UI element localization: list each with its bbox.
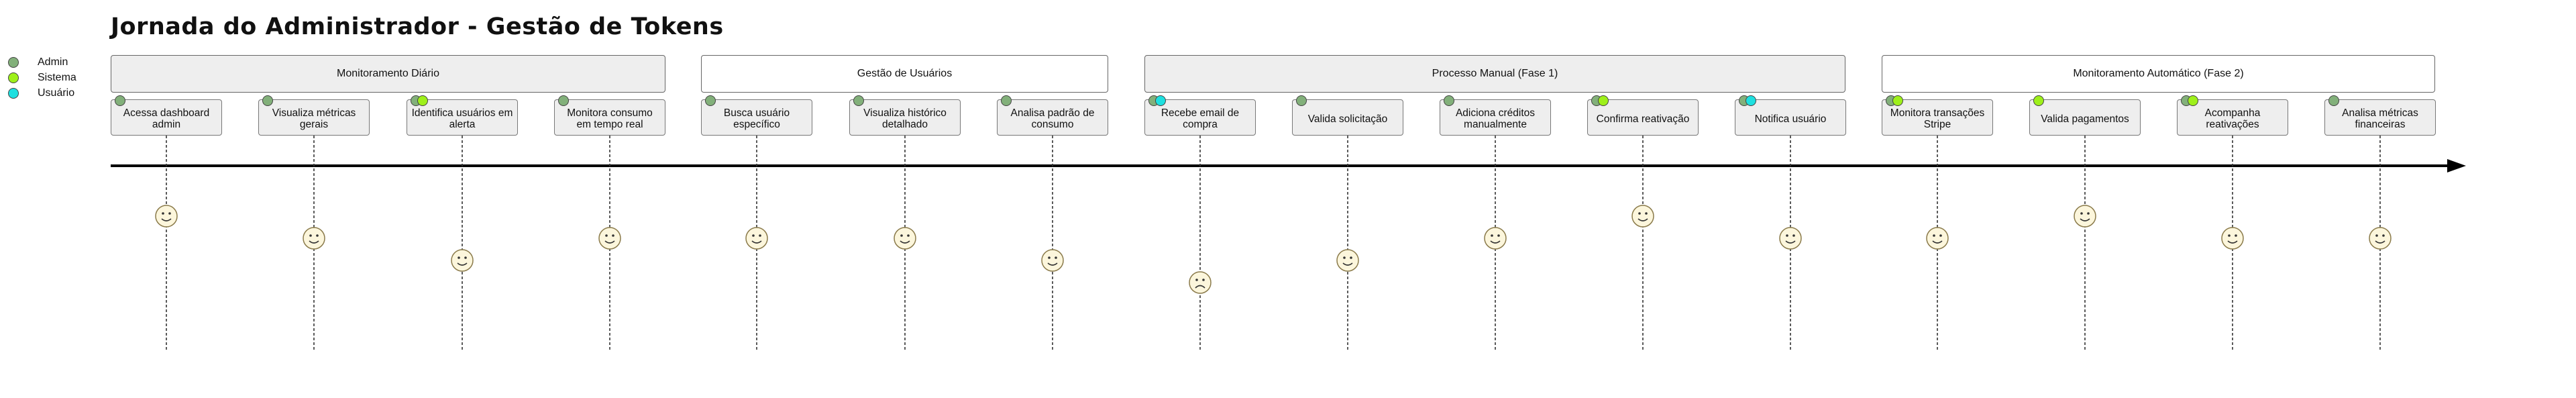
- step-label: Busca usuário específico: [723, 107, 790, 130]
- step-adiciona-creditos: Adiciona créditos manualmente: [1440, 95, 1551, 136]
- step-label: Adiciona créditos manualmente: [1455, 107, 1536, 130]
- happy-face-icon: [598, 227, 621, 250]
- step-busca-usuario: Busca usuário específico: [701, 95, 812, 136]
- step-analisa-financeiras: Analisa métricas financeiras: [2324, 95, 2436, 136]
- legend-admin-dot-icon: [8, 57, 19, 68]
- step-label: Monitora consumo em tempo real: [567, 107, 653, 130]
- phase-monitoramento-automatico: Monitoramento Automático (Fase 2): [1882, 55, 2435, 93]
- happy-face-icon: [451, 249, 474, 272]
- step-label: Notifica usuário: [1754, 113, 1827, 125]
- actor-sistema-dot-icon: [1598, 95, 1609, 106]
- phase-label: Gestão de Usuários: [857, 68, 953, 79]
- happy-face-icon: [155, 205, 178, 228]
- step-monitora-consumo: Monitora consumo em tempo real: [554, 95, 665, 136]
- step-identifica-usuarios: Identifica usuários em alerta: [407, 95, 518, 136]
- happy-face-icon: [1041, 249, 1064, 272]
- step-label: Recebe email de compra: [1161, 107, 1240, 130]
- happy-face-icon: [1779, 227, 1802, 250]
- actor-admin-dot-icon: [705, 95, 716, 106]
- actor-admin-dot-icon: [2328, 95, 2339, 106]
- actor-sistema-dot-icon: [2033, 95, 2044, 106]
- legend-usuario-label: Usuário: [38, 87, 75, 99]
- actor-admin-dot-icon: [1001, 95, 1012, 106]
- step-acessa-dashboard: Acessa dashboard admin: [111, 95, 222, 136]
- step-confirma-reativacao: Confirma reativação: [1587, 95, 1699, 136]
- page-title: Jornada do Administrador - Gestão de Tok…: [111, 13, 724, 40]
- happy-face-icon: [894, 227, 916, 250]
- phase-label: Monitoramento Automático (Fase 2): [2073, 68, 2244, 79]
- step-valida-pagamentos: Valida pagamentos: [2029, 95, 2141, 136]
- actor-admin-dot-icon: [262, 95, 273, 106]
- actor-admin-dot-icon: [558, 95, 569, 106]
- phase-label: Monitoramento Diário: [337, 68, 439, 79]
- step-label: Acompanha reativações: [2204, 107, 2261, 130]
- step-label: Monitora transações Stripe: [1890, 107, 1985, 130]
- sad-face-icon: [1189, 271, 1212, 294]
- step-label: Confirma reativação: [1596, 113, 1690, 125]
- step-label: Visualiza histórico detalhado: [863, 107, 947, 130]
- step-label: Analisa métricas financeiras: [2342, 107, 2418, 130]
- phase-label: Processo Manual (Fase 1): [1432, 68, 1558, 79]
- step-visualiza-metricas: Visualiza métricas gerais: [258, 95, 370, 136]
- actor-admin-dot-icon: [853, 95, 864, 106]
- step-label: Analisa padrão de consumo: [1010, 107, 1095, 130]
- legend-sistema-dot-icon: [8, 72, 19, 83]
- step-valida-solicitacao: Valida solicitação: [1292, 95, 1403, 136]
- legend-usuario-dot-icon: [8, 88, 19, 99]
- step-label: Identifica usuários em alerta: [411, 107, 513, 130]
- happy-face-icon: [1484, 227, 1507, 250]
- happy-face-icon: [1926, 227, 1949, 250]
- step-recebe-email: Recebe email de compra: [1144, 95, 1256, 136]
- actor-admin-dot-icon: [1444, 95, 1454, 106]
- step-analisa-padrao: Analisa padrão de consumo: [997, 95, 1108, 136]
- actor-usuario-dot-icon: [1746, 95, 1756, 106]
- phase-gestao-usuarios: Gestão de Usuários: [701, 55, 1108, 93]
- step-label: Acessa dashboard admin: [123, 107, 210, 130]
- actor-sistema-dot-icon: [1892, 95, 1903, 106]
- actor-admin-dot-icon: [115, 95, 125, 106]
- happy-face-icon: [2074, 205, 2096, 228]
- actor-sistema-dot-icon: [2188, 95, 2198, 106]
- step-visualiza-historico: Visualiza histórico detalhado: [849, 95, 961, 136]
- step-label: Valida solicitação: [1307, 113, 1388, 125]
- happy-face-icon: [1631, 205, 1654, 228]
- actor-sistema-dot-icon: [417, 95, 428, 106]
- happy-face-icon: [303, 227, 325, 250]
- legend-admin-label: Admin: [38, 56, 68, 68]
- arrow-head-icon: [2447, 159, 2466, 172]
- happy-face-icon: [745, 227, 768, 250]
- legend-sistema-label: Sistema: [38, 72, 76, 83]
- happy-face-icon: [2369, 227, 2392, 250]
- phase-monitoramento-diario: Monitoramento Diário: [111, 55, 665, 93]
- actor-admin-dot-icon: [1296, 95, 1307, 106]
- step-acompanha-reativacoes: Acompanha reativações: [2177, 95, 2288, 136]
- phase-processo-manual: Processo Manual (Fase 1): [1144, 55, 1845, 93]
- step-monitora-transacoes: Monitora transações Stripe: [1882, 95, 1993, 136]
- actor-usuario-dot-icon: [1155, 95, 1166, 106]
- happy-face-icon: [2221, 227, 2244, 250]
- step-notifica-usuario: Notifica usuário: [1735, 95, 1846, 136]
- step-label: Valida pagamentos: [2041, 113, 2129, 125]
- step-label: Visualiza métricas gerais: [272, 107, 356, 130]
- happy-face-icon: [1336, 249, 1359, 272]
